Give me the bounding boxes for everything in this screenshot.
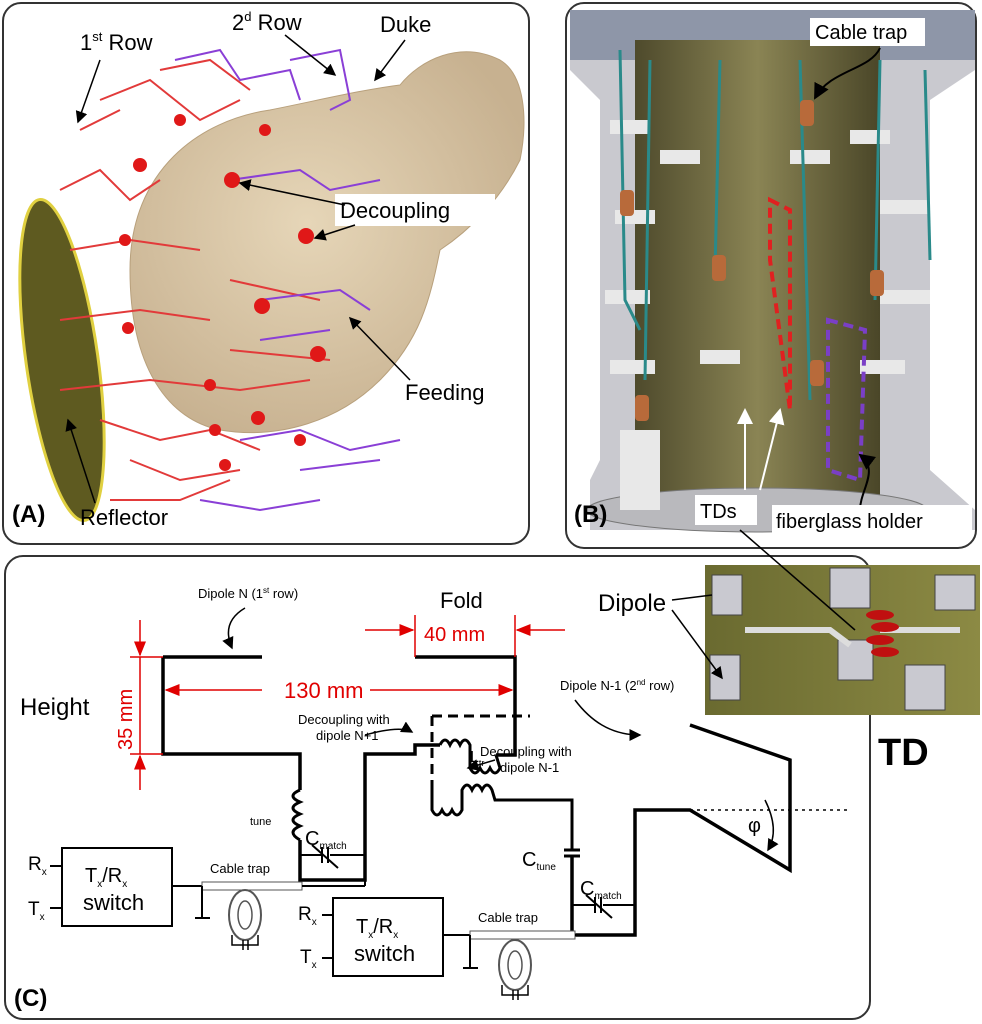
tds-label-bg xyxy=(695,495,757,525)
panel-b-tag: (B) xyxy=(574,501,607,528)
switch-2-line1: Tx/Rx xyxy=(356,916,398,941)
dipole-pointer-1 xyxy=(671,594,713,601)
cable-trap-label-bg xyxy=(810,18,925,46)
panel-a: 1st Row 2d Row Duke Decoupling Feeding R… xyxy=(2,2,530,545)
tds-to-inset-line xyxy=(739,529,856,631)
td-label: TD xyxy=(878,732,929,774)
decoupling-arrow-2 xyxy=(313,224,356,241)
reflector-arrow xyxy=(65,418,96,504)
fiberglass-holder-label: fiberglass holder xyxy=(776,511,923,533)
panel-c: φ 130 mm 40 mm Fold Height 35 mm Dipole … xyxy=(4,555,871,1020)
dipole-label: Dipole xyxy=(598,590,666,617)
reflector-label: Reflector xyxy=(80,505,168,530)
td-inductor-coils xyxy=(866,610,899,657)
tx-rx-switch-2: Rx Tx Tx/Rx switch xyxy=(298,897,444,977)
panel-c-frame xyxy=(4,555,871,1020)
tx-rx-switch-1: Rx Tx Tx/Rx switch xyxy=(28,847,173,927)
decoupling-n-minus-1-arrow xyxy=(466,759,496,771)
panel-b: Cable trap TDs fiberglass holder (B) xyxy=(565,2,977,549)
dipole-n-conductor xyxy=(161,655,517,882)
fold-label: Fold xyxy=(440,588,483,613)
feeding-label: Feeding xyxy=(405,380,485,405)
tx-label-1: Tx xyxy=(28,899,45,923)
highlight-purple-dipole xyxy=(826,317,868,483)
cable-trap-2-label: Cable trap xyxy=(478,910,538,925)
tune-label: tune xyxy=(250,816,271,828)
length-130mm-label: 130 mm xyxy=(284,678,363,703)
dipole-n-label: Dipole N (1st row) xyxy=(198,586,298,601)
second-row-dipoles xyxy=(174,48,401,512)
highlight-red-dipole xyxy=(768,196,792,411)
c-tune-label: Ctune xyxy=(522,849,556,873)
c-match-1-label: Cmatch xyxy=(305,828,347,852)
first-row-arrow xyxy=(75,59,101,124)
fiberglass-holder-arrow xyxy=(858,453,876,511)
dipole-n-minus-1-label: Dipole N-1 (2nd row) xyxy=(560,678,674,693)
cable-trap-1-label: Cable trap xyxy=(210,861,270,876)
switch-2-line2: switch xyxy=(354,941,415,966)
cable-trap-coils xyxy=(620,100,884,421)
panel-c-tag: (C) xyxy=(14,985,47,1012)
rx-label-1: Rx xyxy=(28,854,47,878)
first-row-label: 1st Row xyxy=(80,29,153,55)
duke-arrow xyxy=(374,39,406,82)
dipole-n-arrow xyxy=(222,607,246,650)
c-match-2-capacitor xyxy=(585,894,613,919)
fiberglass-cylinder xyxy=(635,40,880,510)
first-row-dipoles xyxy=(59,58,331,501)
c-match-1-capacitor xyxy=(311,844,339,869)
decoupling-inductor-n-minus-1 xyxy=(430,782,574,850)
td-solder-pads xyxy=(709,567,976,711)
tds-label: TDs xyxy=(700,501,737,523)
panel-a-tag: (A) xyxy=(12,501,45,528)
height-label: Height xyxy=(20,694,90,721)
feeding-arrow xyxy=(348,316,411,381)
cable-trap-arrow xyxy=(814,47,881,100)
dipole-n-plus-1-dashed xyxy=(430,714,530,810)
decoupling-arrow-1 xyxy=(238,179,346,206)
fiberglass-label-bg xyxy=(772,505,972,535)
rx-label-2: Rx xyxy=(298,904,317,928)
dipole-holders xyxy=(605,120,930,510)
cable-trap-1: Cable trap xyxy=(172,861,366,950)
second-row-arrow xyxy=(284,34,337,76)
cable-trap-label: Cable trap xyxy=(815,22,907,44)
decoupling-label: Decoupling xyxy=(340,198,450,223)
fold-width-label: 40 mm xyxy=(424,624,485,646)
reflector-disk xyxy=(18,197,106,523)
decoupling-elements xyxy=(119,114,326,471)
switch-1-line1: Tx/Rx xyxy=(85,865,127,890)
cable-trap-2: Cable trap xyxy=(443,910,635,1000)
switch-1-line2: switch xyxy=(83,890,144,915)
second-row-label: 2d Row xyxy=(232,9,302,35)
phi-angle-arc xyxy=(764,799,779,852)
tune-inductor xyxy=(291,788,304,842)
phi-label: φ xyxy=(748,815,761,837)
height-value-label: 35 mm xyxy=(115,689,137,750)
dipole-n-minus-1-arrow xyxy=(574,699,642,741)
decoupling-n-plus-1-arrow xyxy=(364,721,414,736)
dimension-lines xyxy=(130,615,565,790)
duke-head-model xyxy=(129,51,525,433)
tds-arrow-2 xyxy=(759,408,785,491)
c-match-2-label: Cmatch xyxy=(580,878,622,902)
l-tr-label: Ltr xyxy=(470,749,484,768)
decoupling-label-bg xyxy=(335,194,495,226)
tx-label-2: Tx xyxy=(300,947,317,971)
dipole-label-bg xyxy=(595,585,670,617)
duke-label: Duke xyxy=(380,12,431,37)
dipole-pointer-2 xyxy=(671,609,723,680)
td-inset: Dipole TD xyxy=(595,529,980,774)
